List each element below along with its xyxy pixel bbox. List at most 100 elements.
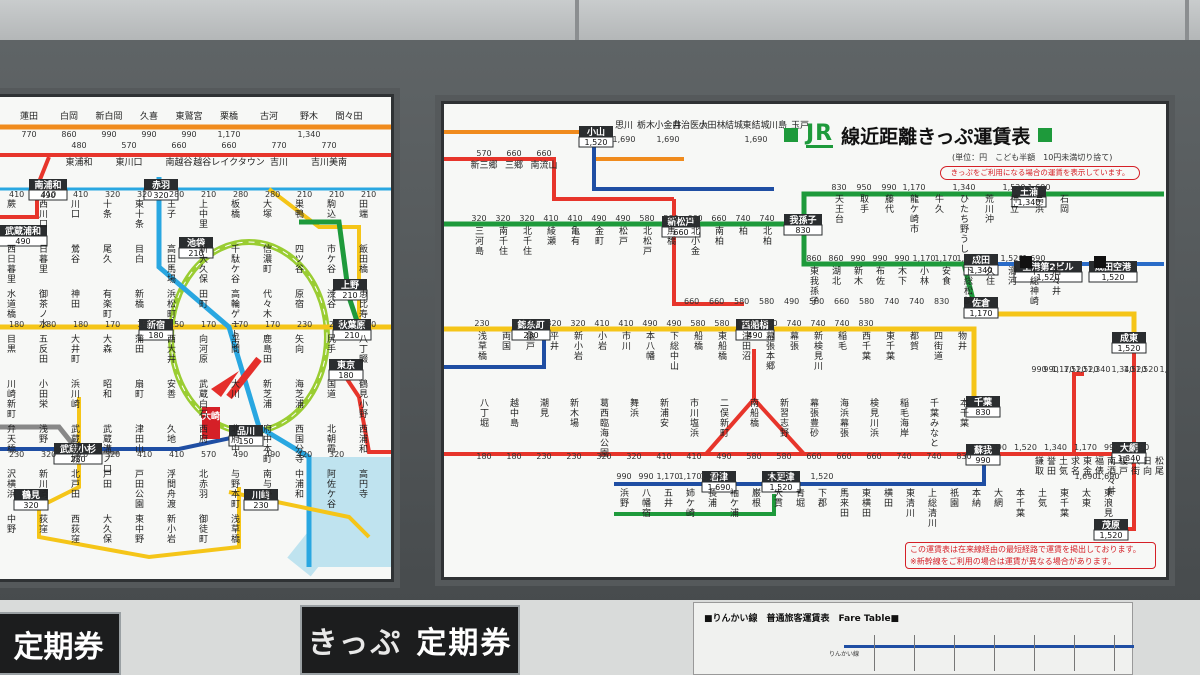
- station-box-14: 君津: [710, 471, 728, 483]
- station-fare: 580: [714, 319, 729, 328]
- station-box-9-fare-bg: [243, 499, 279, 511]
- station-name: 田町: [199, 289, 208, 310]
- station-name: 祇園: [950, 487, 959, 509]
- station-name: 亀有: [571, 225, 580, 247]
- station-name: 久住: [986, 265, 995, 287]
- station-name: 結城: [725, 119, 743, 131]
- station-fare: 1,170: [903, 183, 926, 192]
- station-name: 浅草橋: [231, 513, 240, 545]
- station-name: 南越谷: [165, 156, 192, 168]
- station-fare: 1,520: [1014, 443, 1037, 452]
- station-fare: 660: [536, 149, 551, 158]
- station-box-10: 鶴見: [22, 489, 40, 501]
- station-box-11-fare: 1,520: [1118, 344, 1141, 353]
- station-name: 木下: [898, 265, 907, 287]
- station-box-0-fare: 490: [40, 191, 55, 200]
- station-fare: 490: [642, 319, 657, 328]
- station-name: 下総中山: [670, 332, 679, 372]
- station-box-4: 成田: [972, 254, 990, 266]
- station-fare: 830: [858, 319, 873, 328]
- station-fare: 1,690: [767, 472, 790, 481]
- station-name: 三郷: [505, 160, 523, 171]
- station-fare: 1,690: [1075, 472, 1098, 481]
- station-name: 神立: [1010, 193, 1019, 215]
- station-fare: 210: [297, 190, 312, 199]
- station-name: 東十条: [135, 198, 144, 230]
- station-name: 酒々井: [1052, 266, 1061, 297]
- title-square-icon: [1038, 128, 1053, 142]
- station-fare: 180: [73, 320, 88, 329]
- station-name: 横芝: [1167, 455, 1169, 477]
- station-name: 鎌取: [1035, 455, 1044, 477]
- station-box-0-label-bg: [579, 126, 613, 137]
- station-fare: 860: [806, 254, 821, 263]
- station-box-11: 成東: [1120, 332, 1138, 344]
- station-fare: 860: [828, 254, 843, 263]
- station-fare: 1,690: [1160, 365, 1169, 374]
- station-name: 西千葉: [862, 331, 871, 362]
- station-box-10-fare-bg: [965, 406, 1001, 418]
- station-name: 蓮田: [20, 110, 38, 122]
- station-box-13-fare: 1,340: [1118, 454, 1141, 463]
- rinkai-tick: [874, 635, 875, 671]
- station-name: 大森: [103, 333, 112, 355]
- station-name: 浮間舟渡: [167, 468, 176, 510]
- sobu-rapid: [444, 329, 546, 369]
- station-box-11-fare: 490: [15, 237, 30, 246]
- station-name: 飯田橋: [359, 243, 368, 275]
- station-name: 高浜: [1035, 193, 1044, 215]
- station-fare: 320: [495, 214, 510, 223]
- mito-line: [592, 134, 774, 191]
- station-name: 横田: [884, 487, 893, 509]
- ticket-sign-text: きっぷ: [307, 626, 403, 661]
- left-station-boxes: 南浦和490赤羽320池袋210上野210秋葉原210新宿180東京180品川1…: [0, 179, 372, 511]
- station-name: 西大井: [167, 334, 176, 365]
- station-box-12-fare: 990: [975, 456, 990, 465]
- station-name: 三河島: [475, 227, 484, 257]
- station-name: 石岡: [1060, 195, 1069, 215]
- you-are-here-arrow: [211, 371, 239, 397]
- station-name: 恵比寿: [359, 288, 368, 320]
- station-box-3: 上野: [341, 279, 359, 291]
- station-fare: 660: [506, 149, 521, 158]
- station-fare: 660: [687, 214, 702, 223]
- station-name: 鶯谷: [71, 243, 80, 265]
- station-name: 千葉みなと: [930, 398, 939, 449]
- station-fare: 420: [297, 450, 312, 459]
- you-are-here-arrow-shaft: [226, 356, 262, 400]
- station-name: 布佐: [876, 265, 885, 287]
- station-box-2-fare-bg: [178, 247, 214, 259]
- station-name: 大貫: [774, 487, 783, 509]
- rinkai-tick: [954, 635, 955, 671]
- station-box-9-label-bg: [964, 297, 998, 308]
- musashino-line: [444, 157, 674, 201]
- station-name: 牛久: [935, 193, 944, 215]
- station-name: 南船橋: [750, 397, 759, 429]
- station-box-16-fare: 1,520: [1100, 531, 1123, 540]
- station-name: 東横田: [862, 487, 871, 519]
- station-fare: 740: [909, 297, 924, 306]
- station-fare: 990: [850, 254, 865, 263]
- station-name: 柏: [739, 225, 748, 237]
- station-name: 日暮里: [39, 244, 48, 275]
- station-fare: 740: [926, 452, 941, 461]
- station-box-6-label-bg: [1089, 261, 1137, 272]
- station-name: 与野本町: [231, 469, 240, 510]
- station-fare: 1,340: [957, 254, 980, 263]
- station-box-16-label-bg: [1094, 519, 1128, 530]
- station-fare: 320: [546, 319, 561, 328]
- station-name: 新芝浦: [263, 378, 272, 410]
- station-name: 馬来田: [840, 488, 849, 519]
- station-box-4-fare: 210: [344, 331, 359, 340]
- station-name: 高輪ゲートウ: [231, 288, 240, 350]
- station-fare: 230: [9, 450, 24, 459]
- station-name: 蒲田: [135, 333, 144, 355]
- commuter-pass-sign-text: 定期券: [13, 629, 104, 665]
- station-name: 思川: [615, 120, 633, 131]
- station-name: 松戸: [619, 225, 628, 247]
- station-name: 府中本町: [263, 423, 272, 465]
- station-box-1-fare: 660: [673, 228, 688, 237]
- station-name: 新浦安: [660, 397, 669, 429]
- station-name: 八幡宿: [642, 489, 651, 519]
